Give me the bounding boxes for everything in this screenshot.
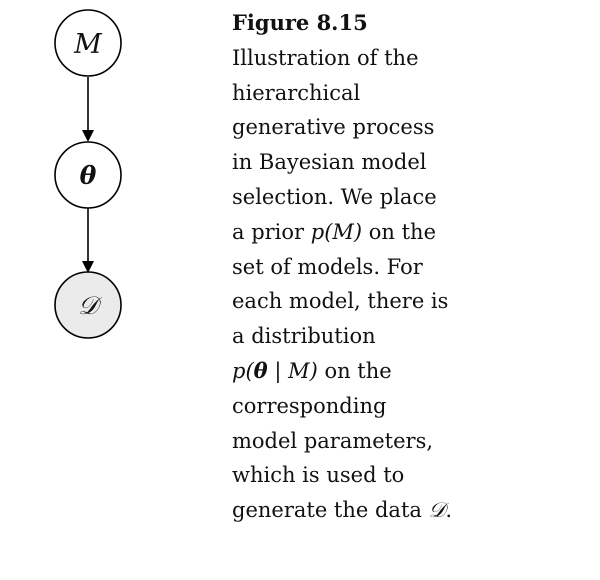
math-data: 𝒟 (428, 498, 446, 523)
caption-text: on the (362, 219, 437, 244)
caption-line: a distribution (232, 324, 376, 349)
caption-line: Illustration of the (232, 45, 419, 70)
caption-text: . (445, 498, 453, 523)
caption-line: which is used to (232, 463, 405, 488)
node-d: 𝒟 (54, 271, 122, 339)
caption-text: generate the data (232, 498, 429, 523)
node-m-label: M (73, 29, 103, 60)
node-theta: θ (54, 141, 122, 209)
caption-line: each model, there is (232, 289, 449, 314)
node-theta-label: θ (80, 161, 97, 190)
caption-line: a prior p(M) on the (232, 215, 512, 250)
caption-text: on the (317, 358, 392, 383)
figure-title: Figure 8.15 (232, 10, 368, 35)
math-given-model: | M) (267, 358, 318, 383)
math-p: p( (232, 358, 254, 383)
math-theta: θ (253, 357, 268, 383)
caption-line: model parameters, (232, 428, 434, 453)
figure-caption: Figure 8.15 Illustration of the hierarch… (232, 6, 512, 528)
caption-line: in Bayesian model (232, 150, 427, 175)
node-m: M (54, 9, 122, 77)
node-d-circle (54, 271, 122, 339)
math-prior-model: p(M) (310, 219, 363, 244)
graphical-model: M θ 𝒟 (54, 9, 122, 339)
caption-line: generate the data 𝒟. (232, 493, 512, 528)
caption-text: a prior (232, 219, 311, 244)
node-m-circle (54, 9, 122, 77)
caption-line: hierarchical (232, 80, 361, 105)
caption-line: generative process (232, 115, 435, 140)
caption-line: set of models. For (232, 254, 423, 279)
caption-line: selection. We place (232, 184, 437, 209)
node-theta-circle (54, 141, 122, 209)
caption-line: corresponding (232, 393, 387, 418)
caption-line: p(θ | M) on the (232, 354, 512, 389)
